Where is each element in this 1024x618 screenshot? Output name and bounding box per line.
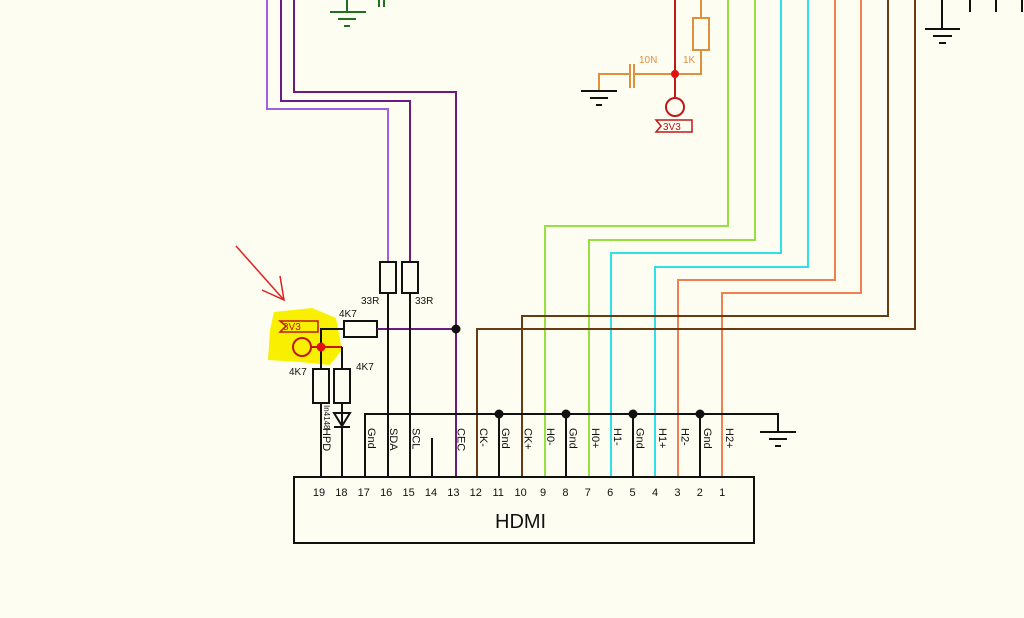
top-power-circuit xyxy=(581,0,710,133)
pin-number: 17 xyxy=(358,487,370,499)
power-label-left: 3V3 xyxy=(283,322,301,333)
resistor-33r-scl xyxy=(401,261,419,294)
pin-number: 8 xyxy=(562,487,568,499)
pin-number: 16 xyxy=(380,487,392,499)
wire-h1-minus xyxy=(610,0,782,477)
resistor-label-cec: 4K7 xyxy=(339,309,357,320)
pin-label: H2+ xyxy=(723,428,735,449)
pin-number: 9 xyxy=(540,487,546,499)
resistor-label-sda: 33R xyxy=(361,296,379,307)
wire-ck-minus xyxy=(476,0,916,477)
pin-number: 13 xyxy=(447,487,459,499)
pin-number: 5 xyxy=(630,487,636,499)
resistor-label-hpd: 4K7 xyxy=(289,367,307,378)
pin-number: 12 xyxy=(470,487,482,499)
pin-label: Gnd xyxy=(499,428,511,449)
resistor-label-scl: 33R xyxy=(415,296,433,307)
pin-label: Gnd xyxy=(634,428,646,449)
pin-label: Gnd xyxy=(365,428,377,449)
pin-number: 18 xyxy=(335,487,347,499)
resistor-4k7-pin18 xyxy=(333,368,351,404)
pin-label: SDA xyxy=(387,428,399,451)
wire-h0-plus xyxy=(588,0,756,477)
pin-label: CK- xyxy=(477,428,489,447)
connector-title: HDMI xyxy=(495,511,546,533)
pin-label: H0+ xyxy=(589,428,601,449)
junction-dots xyxy=(316,324,705,419)
ground-symbol-top-right xyxy=(925,0,1023,44)
wire-h0-minus xyxy=(544,0,729,477)
pin-number: 10 xyxy=(514,487,526,499)
pin-number: 2 xyxy=(697,487,703,499)
wire-ck-plus xyxy=(521,0,889,477)
wire-cec xyxy=(293,0,457,477)
red-arrow-annotation xyxy=(235,245,285,302)
pin-label: SCL xyxy=(410,428,422,449)
ddc-wires xyxy=(266,0,457,477)
pin-label: H2- xyxy=(678,428,690,446)
pin-label: H1+ xyxy=(656,428,668,449)
pin-label: H0- xyxy=(544,428,556,446)
pin-number: 19 xyxy=(313,487,325,499)
wire-sda xyxy=(266,0,389,262)
wire-h1-plus xyxy=(654,0,809,477)
pin-label: HPD xyxy=(320,428,332,451)
resistor-4k7-cec xyxy=(343,320,378,338)
tmds-wires xyxy=(476,0,916,477)
resistor-1k xyxy=(692,17,710,51)
pin-number: 6 xyxy=(607,487,613,499)
pin-number: 15 xyxy=(402,487,414,499)
pin-label: CEC xyxy=(454,428,466,451)
diode-label: In4148 xyxy=(322,405,331,430)
pin-label: Gnd xyxy=(566,428,578,449)
pin-number: 11 xyxy=(492,487,503,499)
pin-label: CK+ xyxy=(522,428,534,450)
pin-number: 3 xyxy=(674,487,680,499)
power-label-top: 3V3 xyxy=(663,122,681,133)
pin-label: Gnd xyxy=(701,428,713,449)
wire-scl xyxy=(280,0,411,262)
pin-number: 7 xyxy=(585,487,591,499)
pin-number: 1 xyxy=(719,487,725,499)
wire-h2-plus xyxy=(721,0,862,477)
resistor-4k7-hpd xyxy=(312,368,330,404)
cap-label-10n: 10N xyxy=(639,55,657,66)
resistor-label-pin18: 4K7 xyxy=(356,362,374,373)
pin-number: 4 xyxy=(652,487,658,499)
hdmi-connector xyxy=(293,476,755,544)
diode-icon xyxy=(332,412,352,428)
left-circuit xyxy=(277,261,796,477)
pin-number: 14 xyxy=(425,487,437,499)
yellow-highlight xyxy=(268,308,342,365)
ground-symbol-green xyxy=(330,0,385,27)
pin-label: H1- xyxy=(611,428,623,446)
resistor-33r-sda xyxy=(379,261,397,294)
wire-h2-minus xyxy=(677,0,836,477)
resistor-label-1k: 1K xyxy=(683,55,696,66)
